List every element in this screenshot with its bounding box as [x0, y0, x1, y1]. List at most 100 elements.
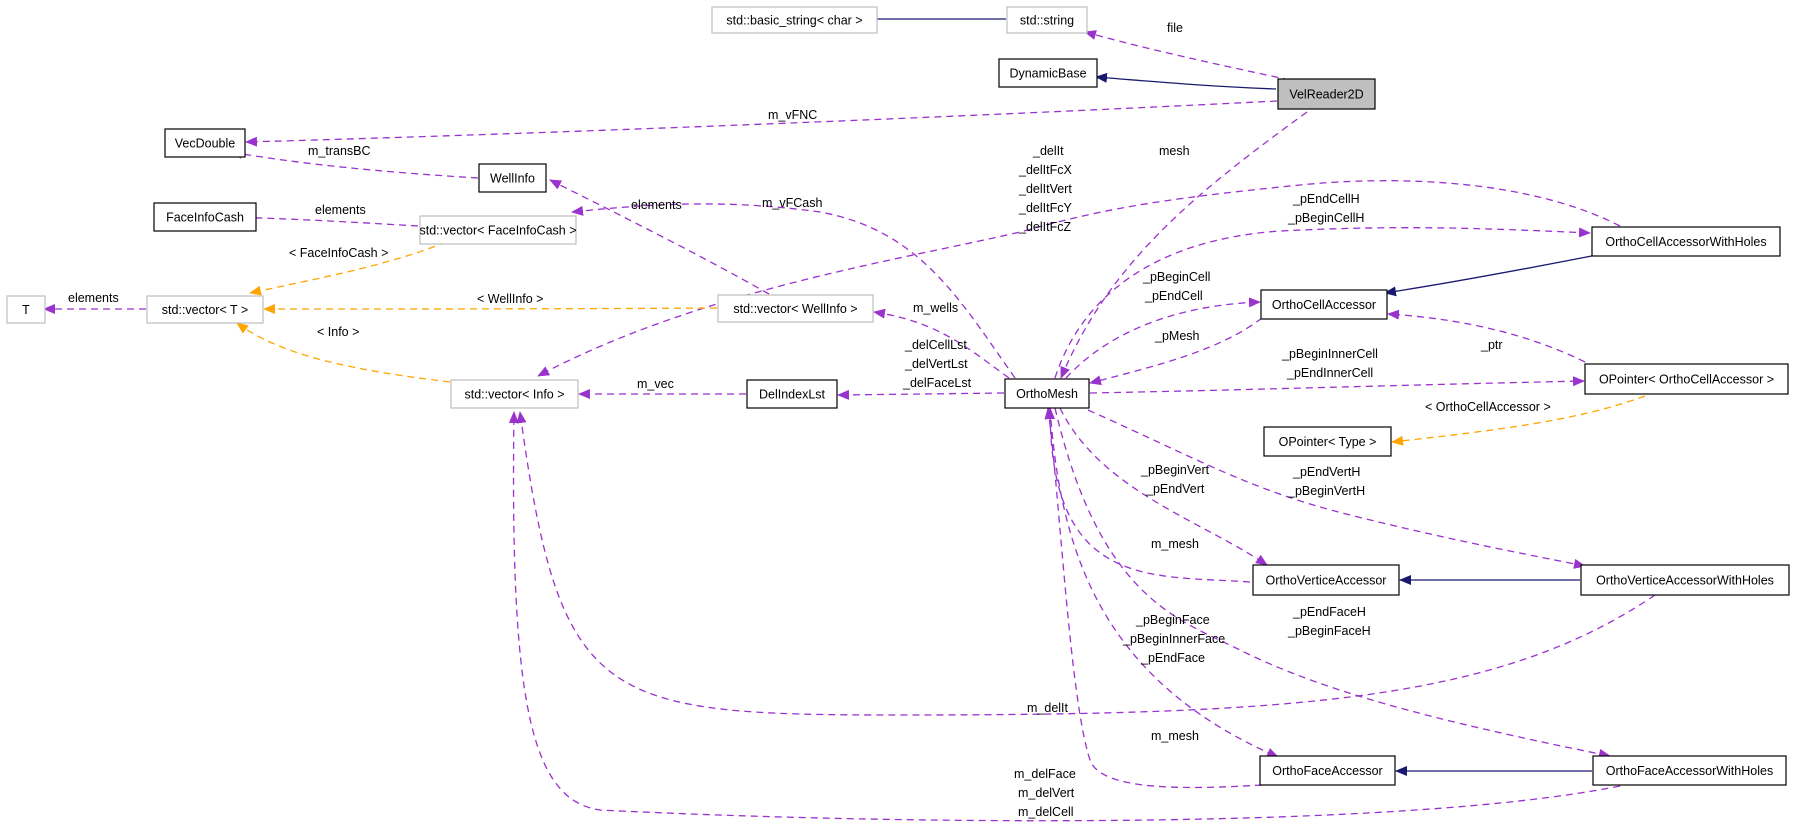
node-label: std::basic_string< char >: [726, 14, 862, 28]
node-vel-reader[interactable]: VelReader2D: [1277, 78, 1376, 110]
label-pmesh: _pMesh: [1154, 329, 1200, 343]
label-pbegincellh: _pBeginCellH: [1287, 211, 1364, 225]
edge-orthomesh-opointer: [1089, 376, 1585, 394]
edge-velreader-vecdouble: [245, 100, 1278, 147]
edge-orthomesh-faceacc: [1049, 407, 1279, 758]
label-m-delcell: m_delCell: [1018, 805, 1074, 819]
label-pendinnercell: _pEndInnerCell: [1286, 366, 1373, 380]
label-pendcell: _pEndCell: [1144, 289, 1203, 303]
label-delitvert: _delItVert: [1018, 182, 1072, 196]
label-file: file: [1167, 21, 1183, 35]
node-dynamic-base[interactable]: DynamicBase: [998, 58, 1098, 88]
label-m-mesh-vert: m_mesh: [1151, 537, 1199, 551]
label-tmpl-info: < Info >: [317, 325, 359, 339]
label-pendcellh: _pEndCellH: [1292, 192, 1360, 206]
edge-cellacc-orthomesh: [1089, 317, 1263, 386]
edge-orthomesh-cellholes: [1054, 227, 1591, 379]
node-label: OrthoVerticeAccessor: [1266, 574, 1387, 588]
label-delitfcz: _delItFcZ: [1018, 220, 1071, 234]
label-delitfcx: _delItFcX: [1018, 163, 1072, 177]
label-elements-faceinfo: elements: [315, 203, 366, 217]
node-std-string[interactable]: std::string: [1006, 6, 1088, 34]
node-vec-face-info-cash[interactable]: std::vector< FaceInfoCash >: [419, 215, 577, 245]
node-label: std::vector< FaceInfoCash >: [419, 224, 576, 238]
node-face-info-cash[interactable]: FaceInfoCash: [153, 202, 257, 232]
node-label: OrthoCellAccessorWithHoles: [1605, 235, 1766, 249]
edge-velreader-string: [1084, 30, 1291, 81]
label-delvertlst: _delVertLst: [904, 357, 968, 371]
node-label: std::vector< Info >: [464, 388, 564, 402]
node-vec-double[interactable]: VecDouble: [164, 128, 246, 158]
node-label: std::vector< WellInfo >: [733, 302, 857, 316]
label-delcelllst: _delCellLst: [904, 338, 967, 352]
node-ortho-cell-acc-holes[interactable]: OrthoCellAccessorWithHoles: [1591, 226, 1781, 257]
label-m-vfcash: m_vFCash: [762, 196, 822, 210]
node-label: WellInfo: [490, 172, 535, 186]
label-pbegincell: _pBeginCell: [1142, 270, 1210, 284]
label-m-vfnc: m_vFNC: [768, 108, 817, 122]
edge-vecwellinfo-vect: [263, 303, 718, 314]
node-opointer-cell[interactable]: OPointer< OrthoCellAccessor >: [1584, 363, 1789, 395]
label-pbegininnerface: _pBeginInnerFace: [1122, 632, 1225, 646]
edge-orthomesh-delindexlst: [837, 389, 1005, 400]
label-tmpl-faceinfocash: < FaceInfoCash >: [289, 246, 388, 260]
edge-cellholes-vecinfo: [537, 180, 1621, 377]
label-pendverth: _pEndVertH: [1292, 465, 1360, 479]
node-label: DelIndexLst: [759, 388, 826, 402]
node-ortho-mesh[interactable]: OrthoMesh: [1004, 378, 1090, 409]
node-opointer-type[interactable]: OPointer< Type >: [1263, 426, 1392, 457]
node-ortho-face-acc-holes[interactable]: OrthoFaceAccessorWithHoles: [1592, 755, 1787, 786]
edge-vertholes-vecinfo: [516, 411, 1656, 716]
nodes: std::basic_string< char > std::string Dy…: [6, 6, 1790, 786]
node-basic-string[interactable]: std::basic_string< char >: [711, 6, 878, 34]
label-m-wells: m_wells: [913, 301, 958, 315]
node-t[interactable]: T: [6, 295, 46, 324]
node-label: FaceInfoCash: [166, 211, 244, 225]
label-pbeginverth: _pBeginVertH: [1287, 484, 1365, 498]
label-tmpl-wellinfo: < WellInfo >: [477, 292, 543, 306]
edge-faceholes-vecinfo: [508, 411, 1621, 822]
node-del-index-lst[interactable]: DelIndexLst: [746, 379, 838, 409]
node-vec-info[interactable]: std::vector< Info >: [450, 379, 579, 409]
node-label: OrthoVerticeAccessorWithHoles: [1596, 574, 1774, 588]
label-m-delit: m_delIt: [1027, 701, 1069, 715]
label-elements-wellinfo: elements: [631, 198, 682, 212]
node-label: OrthoFaceAccessorWithHoles: [1606, 764, 1773, 778]
node-label: VecDouble: [175, 137, 236, 151]
node-ortho-cell-acc[interactable]: OrthoCellAccessor: [1260, 289, 1388, 320]
edge-velreader-dynamicbase: [1095, 72, 1277, 90]
label-ptr: _ptr: [1480, 338, 1503, 352]
label-delitfcy: _delItFcY: [1018, 201, 1072, 215]
edge-orthomesh-vertholes: [1087, 409, 1586, 569]
node-label: OPointer< OrthoCellAccessor >: [1599, 373, 1774, 387]
edge-vecfaceinfocash-vect: [249, 241, 447, 296]
node-vec-t[interactable]: std::vector< T >: [146, 295, 264, 324]
node-label: std::vector< T >: [162, 303, 248, 317]
edge-vecinfo-vect: [236, 322, 451, 383]
edge-orthomesh-faceholes: [1054, 407, 1611, 759]
label-pbeginvert: _pBeginVert: [1140, 463, 1210, 477]
node-well-info[interactable]: WellInfo: [478, 163, 547, 193]
node-label: VelReader2D: [1289, 88, 1363, 102]
node-label: T: [22, 303, 30, 317]
label-pendface: _pEndFace: [1140, 651, 1205, 665]
node-ortho-face-acc[interactable]: OrthoFaceAccessor: [1259, 755, 1396, 786]
edge-vecfaceinfocash-faceinfocash: [228, 212, 419, 227]
label-tmpl-orthocellaccessor: < OrthoCellAccessor >: [1425, 400, 1551, 414]
edge-wellinfo-vecdouble: [230, 148, 479, 179]
edge-vecwellinfo-wellinfo: [549, 179, 770, 295]
node-ortho-vert-acc[interactable]: OrthoVerticeAccessor: [1252, 564, 1400, 596]
edge-vertacc-orthomesh: [1045, 407, 1251, 583]
label-m-delface: m_delFace: [1014, 767, 1076, 781]
node-ortho-vert-acc-holes[interactable]: OrthoVerticeAccessorWithHoles: [1580, 564, 1790, 596]
node-label: OPointer< Type >: [1279, 435, 1377, 449]
label-pbegininnercell: _pBeginInnerCell: [1281, 347, 1378, 361]
edge-labels: file m_vFNC m_transBC elements elements …: [68, 21, 1551, 819]
label-pendvert: _pEndVert: [1145, 482, 1205, 496]
node-label: OrthoFaceAccessor: [1272, 764, 1382, 778]
edge-orthomesh-vertacc: [1059, 407, 1268, 566]
node-label: std::string: [1020, 14, 1074, 28]
node-label: OrthoCellAccessor: [1272, 298, 1376, 312]
node-vec-well-info[interactable]: std::vector< WellInfo >: [717, 294, 874, 323]
node-label: DynamicBase: [1009, 67, 1086, 81]
